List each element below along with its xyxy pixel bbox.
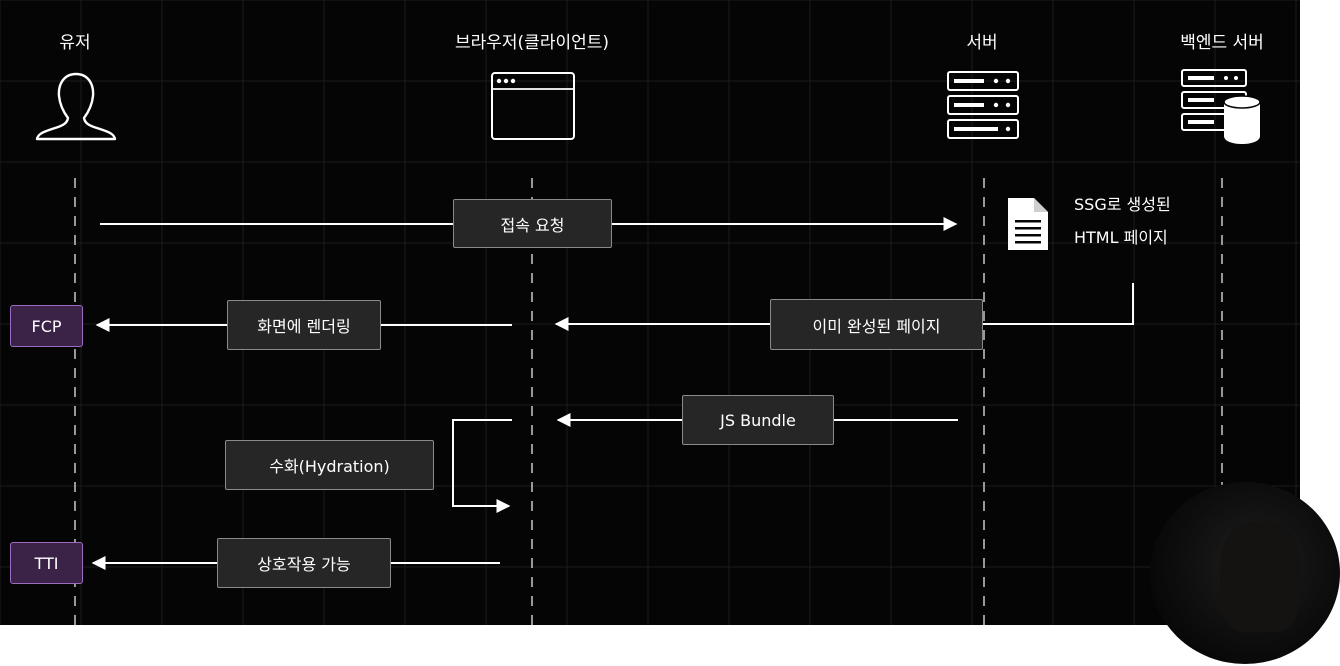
message-js-bundle: JS Bundle bbox=[682, 395, 834, 445]
server-rack-icon bbox=[947, 71, 1019, 139]
server-database-icon bbox=[1181, 69, 1261, 144]
actor-label-server: 서버 bbox=[966, 33, 998, 53]
presenter-silhouette bbox=[1220, 522, 1300, 632]
actor-label-user: 유저 bbox=[59, 33, 91, 53]
ssg-note-line1: SSG로 생성된 bbox=[1074, 195, 1171, 214]
arrow-prebuilt-page bbox=[554, 283, 1134, 331]
user-silhouette-icon bbox=[35, 72, 117, 141]
message-render-screen: 화면에 렌더링 bbox=[227, 300, 381, 350]
arrow-hydration bbox=[452, 419, 512, 513]
connector-layer bbox=[74, 178, 1223, 625]
actor-label-browser: 브라우저(클라이언트) bbox=[454, 33, 610, 53]
message-prebuilt-page: 이미 완성된 페이지 bbox=[770, 299, 983, 350]
sequence-diagram: 유저 브라우저(클라이언트) 서버 백엔드 서버 bbox=[0, 0, 1300, 625]
ssg-note-line2: HTML 페이지 bbox=[1074, 228, 1168, 247]
metric-tti: TTI bbox=[10, 542, 83, 584]
message-hydration: 수화(Hydration) bbox=[225, 440, 434, 490]
document-icon bbox=[1008, 198, 1048, 250]
browser-window-icon bbox=[491, 72, 575, 140]
presenter-webcam bbox=[1150, 482, 1340, 664]
ssg-note: SSG로 생성된 HTML 페이지 bbox=[1074, 188, 1171, 254]
message-interactive: 상호작용 가능 bbox=[217, 538, 391, 588]
actor-label-backend: 백엔드 서버 bbox=[1180, 33, 1264, 53]
message-connect-request: 접속 요청 bbox=[453, 199, 612, 248]
metric-fcp: FCP bbox=[10, 305, 83, 347]
